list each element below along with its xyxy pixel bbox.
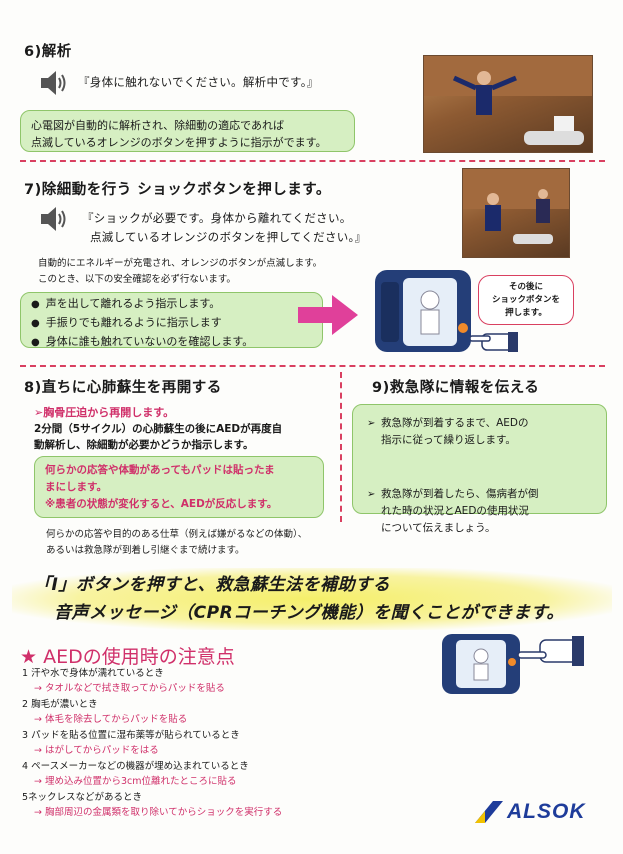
caution-condition: 1 汗や水で身体が濡れているとき (22, 668, 164, 679)
ems-item-1: 救急隊が到着するまで、AEDの 指示に従って繰り返します。 (367, 415, 620, 449)
shock-button-callout: その後に ショックボタンを 押します。 (478, 275, 574, 325)
pads-info-box: 何らかの応答や体動があってもパッドは貼ったま まにします。 ※患者の状態が変化す… (34, 456, 324, 518)
caution-condition: 3 パッドを貼る位置に湿布薬等が貼られているとき (22, 730, 240, 741)
speaker-icon (41, 71, 66, 95)
callout-line: 押します。 (505, 308, 547, 318)
ems-item-line: 救急隊が到着するまで、AEDの (381, 417, 529, 429)
safety-check-box: 声を出して離れるよう指示します。 手振りでも離れるように指示します 身体に誰も触… (20, 292, 323, 348)
coaching-banner-line-2: 音声メッセージ（CPRコーチング機能）を聞くことができます。 (54, 603, 564, 623)
divider-line (340, 372, 342, 522)
alsok-logo-text: ALSOK (507, 800, 586, 823)
callout-line: ショックボタンを (491, 295, 560, 305)
aed-device-image (440, 632, 522, 696)
analysis-info-line-2: 点滅しているオレンジのボタンを押すように指示がでます。 (31, 136, 327, 149)
analysis-info-line-1: 心電図が自動的に解析され、除細動の適応であれば (31, 119, 284, 132)
caution-condition: 4 ペースメーカーなどの機器が埋め込まれているとき (22, 761, 249, 772)
continue-note-1: 何らかの応答や目的のある仕草（例えば嫌がるなどの体動）、 (46, 529, 308, 540)
section-8-title: 8)直ちに心肺蘇生を再開する (24, 380, 222, 396)
alsok-logo-mark (475, 801, 503, 823)
speaker-icon (41, 207, 66, 231)
safety-check-item: 身体に誰も触れていないのを確認します。 (31, 333, 254, 352)
voice-message-analysis: 『身体に触れないでください。解析中です。』 (78, 75, 319, 89)
resume-compression-note: ➢胸骨圧迫から再開します。 (34, 406, 175, 419)
cpr-desc-line-1: 2分間（5サイクル）の心肺蘇生の後にAEDが再度自 (34, 423, 283, 435)
pads-info-line-1: 何らかの応答や体動があってもパッドは貼ったま (45, 464, 275, 476)
section-6-title: 6)解析 (24, 44, 72, 60)
caution-action: → 胸部周辺の金属類を取り除いてからショックを実行する (34, 807, 283, 818)
caution-condition: 5ネックレスなどがあるとき (22, 792, 143, 803)
section-9-title: 9)救急隊に情報を伝える (372, 380, 540, 396)
continue-note-2: あるいは救急隊が到着し引継ぐまで続けます。 (46, 545, 245, 556)
caution-title: ★ AEDの使用時の注意点 (20, 646, 235, 668)
divider-line (20, 160, 605, 162)
safety-check-item: 声を出して離れるよう指示します。 (31, 295, 253, 314)
caution-action: → 体毛を除去してからパッドを貼る (34, 714, 188, 725)
voice-message-shock-2: 点滅しているオレンジのボタンを押してください。』 (90, 230, 367, 244)
caution-condition: 2 胸毛が濃いとき (22, 699, 98, 710)
pointing-hand-icon (517, 636, 584, 666)
caution-action: → 埋め込み位置から3cm位離れたところに貼る (34, 776, 237, 787)
section-7-title: 7)除細動を行う ショックボタンを押します。 (24, 182, 331, 198)
alsok-logo: ALSOK (475, 800, 586, 824)
callout-line: その後に (508, 282, 543, 292)
photo-analysis-scene (423, 55, 593, 153)
caution-list: 1 汗や水で身体が濡れているとき → タオルなどで拭き取ってからパッドを貼る 2… (22, 666, 282, 820)
caution-action: → タオルなどで拭き取ってからパッドを貼る (34, 683, 225, 694)
pads-info-line-3: ※患者の状態が変化すると、AEDが反応します。 (45, 498, 278, 510)
arrow-right-icon (298, 295, 358, 335)
safety-check-item: 手振りでも離れるように指示します (31, 314, 253, 333)
ems-item-2: 救急隊が到着したら、傷病者が倒 れた時の状況とAEDの使用状況 について伝えまし… (367, 486, 620, 537)
ems-item-line: について伝えましょう。 (381, 522, 496, 534)
photo-shock-scene (462, 168, 570, 258)
charge-note-1: 自動的にエネルギーが充電され、オレンジのボタンが点滅します。 (38, 258, 323, 269)
aed-device-image (373, 268, 473, 354)
charge-note-2: このとき、以下の安全確認を必ず行ないます。 (38, 274, 236, 285)
divider-line (20, 365, 605, 367)
ems-item-line: 指示に従って繰り返します。 (381, 434, 516, 446)
pads-info-line-2: まにします。 (45, 481, 107, 493)
ems-info-box: 救急隊が到着するまで、AEDの 指示に従って繰り返します。 救急隊が到着したら、… (352, 404, 607, 534)
coaching-banner-line-1: 「I」ボタンを押すと、救急蘇生法を補助する (34, 575, 391, 595)
caution-action: → はがしてからパッドをはる (34, 745, 159, 756)
banner-highlight (12, 568, 612, 630)
analysis-info-box: 心電図が自動的に解析され、除細動の適応であれば 点滅しているオレンジのボタンを押… (20, 110, 355, 152)
pointing-hand-icon (470, 332, 518, 352)
cpr-desc-line-2: 動解析し、除細動が必要かどうか指示します。 (34, 439, 254, 451)
ems-item-line: 救急隊が到着したら、傷病者が倒 (381, 488, 539, 500)
ems-item-line: れた時の状況とAEDの使用状況 (381, 505, 529, 517)
voice-message-shock-1: 『ショックが必要です。身体から離れてください。 (82, 211, 352, 225)
